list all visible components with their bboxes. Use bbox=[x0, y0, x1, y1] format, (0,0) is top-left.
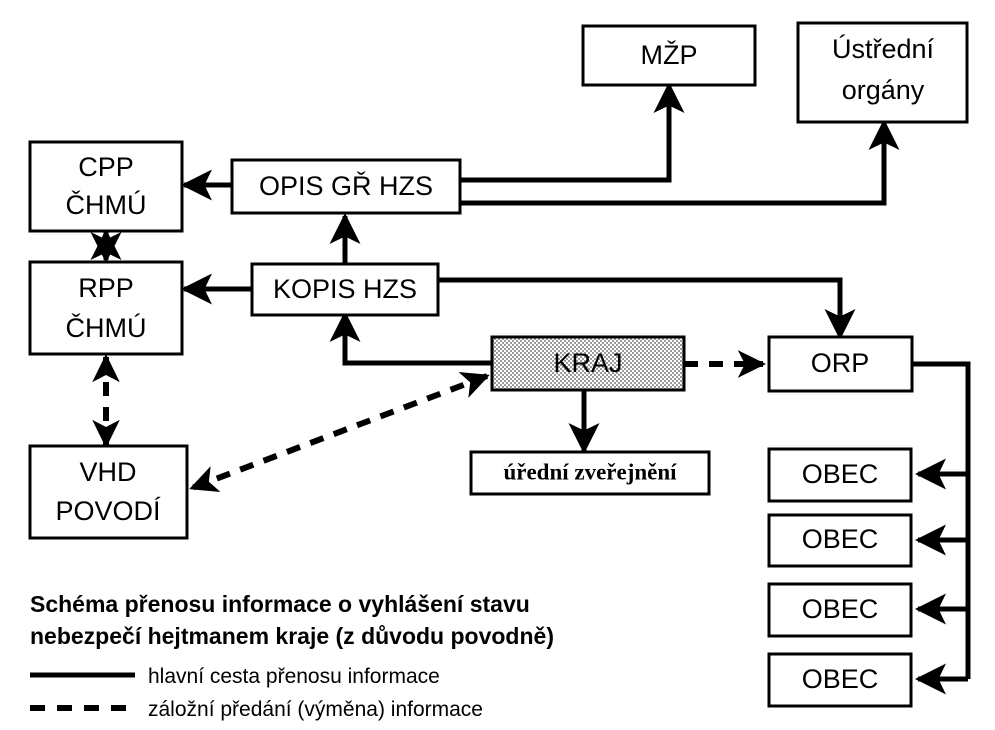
node-kraj[interactable]: KRAJ bbox=[490, 335, 686, 392]
edge-opis-to-mzp bbox=[458, 81, 685, 183]
node-obec-4-box bbox=[767, 652, 913, 708]
legend: Schéma přenosu informace o vyhlášení sta… bbox=[30, 591, 554, 721]
edge-kopis-to-orp bbox=[438, 277, 856, 341]
diagram-title-line1: Schéma přenosu informace o vyhlášení sta… bbox=[30, 591, 530, 617]
node-orp-label: ORP bbox=[811, 348, 870, 378]
node-rpp-chmu[interactable]: RPP ČHMÚ bbox=[28, 260, 184, 356]
node-cpp-chmu-box bbox=[28, 140, 184, 233]
node-mzp-label: MŽP bbox=[641, 39, 698, 70]
node-cpp-chmu-label-line1: CPP bbox=[78, 152, 134, 182]
node-obec-4-label: OBEC bbox=[802, 664, 879, 694]
node-obec-3-label: OBEC bbox=[802, 594, 879, 624]
edge-orp-bus bbox=[912, 361, 971, 679]
edge-opis-to-ustredni bbox=[458, 118, 900, 206]
node-ustredni-organy-label-line1: Ústřední bbox=[832, 33, 935, 64]
node-kraj-label: KRAJ bbox=[553, 348, 622, 378]
node-orp[interactable]: ORP bbox=[767, 335, 914, 393]
node-ustredni-organy-box bbox=[796, 21, 969, 124]
node-obec-2[interactable]: OBEC bbox=[767, 513, 913, 568]
node-orp-box bbox=[767, 335, 914, 393]
node-rpp-chmu-box bbox=[28, 260, 184, 356]
node-vhd-povodi-box bbox=[28, 444, 189, 540]
node-vhd-povodi-label-line2: POVODÍ bbox=[55, 496, 161, 526]
node-ustredni-organy-label-line2: orgány bbox=[842, 75, 925, 105]
node-kopis-hzs-box bbox=[250, 262, 440, 317]
node-obec-3[interactable]: OBEC bbox=[767, 582, 913, 638]
node-vhd-povodi-label-line1: VHD bbox=[79, 457, 136, 487]
node-mzp-box bbox=[581, 24, 757, 87]
node-obec-2-label: OBEC bbox=[802, 524, 879, 554]
node-kopis-hzs[interactable]: KOPIS HZS bbox=[250, 262, 440, 317]
node-rpp-chmu-label-line2: ČHMÚ bbox=[66, 312, 147, 343]
node-kopis-hzs-label: KOPIS HZS bbox=[273, 274, 417, 304]
node-kraj-box bbox=[490, 335, 686, 392]
node-obec-1-label: OBEC bbox=[802, 459, 879, 489]
node-opis-gr-hzs-box bbox=[230, 158, 462, 215]
node-opis-gr-hzs[interactable]: OPIS GŘ HZS bbox=[230, 158, 462, 215]
node-mzp[interactable]: MŽP bbox=[581, 24, 757, 87]
node-obec-1-box bbox=[767, 447, 913, 503]
diagram-title-line2: nebezpečí hejtmanem kraje (z důvodu povo… bbox=[30, 623, 554, 649]
node-uredni-zverejneni-label: úřední zveřejnění bbox=[503, 459, 677, 484]
node-obec-1[interactable]: OBEC bbox=[767, 447, 913, 503]
node-obec-2-box bbox=[767, 513, 913, 568]
node-vhd-povodi[interactable]: VHD POVODÍ bbox=[28, 444, 189, 540]
node-ustredni-organy[interactable]: Ústřední orgány bbox=[796, 21, 969, 124]
node-opis-gr-hzs-label: OPIS GŘ HZS bbox=[259, 170, 433, 201]
node-uredni-zverejneni[interactable]: úřední zveřejnění bbox=[469, 450, 711, 496]
legend-dashed-label: záložní předání (výměna) informace bbox=[148, 698, 483, 721]
node-obec-3-box bbox=[767, 582, 913, 638]
node-uredni-zverejneni-box bbox=[469, 450, 711, 496]
legend-solid-label: hlavní cesta přenosu informace bbox=[148, 665, 440, 688]
node-rpp-chmu-label-line1: RPP bbox=[78, 273, 134, 303]
node-obec-4[interactable]: OBEC bbox=[767, 652, 913, 708]
node-cpp-chmu[interactable]: CPP ČHMÚ bbox=[28, 140, 184, 233]
edge-kraj-to-kopis bbox=[329, 310, 492, 366]
edge-kraj-to-vhd-dashed bbox=[189, 372, 490, 492]
node-cpp-chmu-label-line2: ČHMÚ bbox=[66, 189, 147, 220]
